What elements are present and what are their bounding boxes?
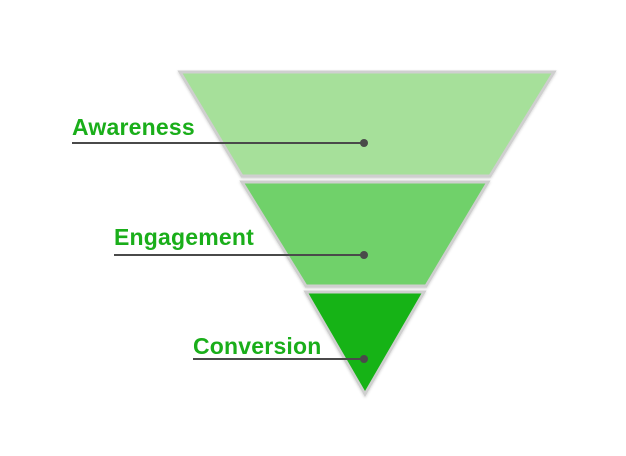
stage-label-engagement: Engagement [114,224,254,250]
stage-engagement: Engagement [114,180,491,288]
stage-label-awareness: Awareness [72,114,195,140]
stage-label-conversion: Conversion [193,333,322,359]
funnel-segment-conversion [303,290,427,397]
leader-dot-conversion [360,355,368,363]
stage-awareness: Awareness [72,70,557,178]
funnel-segment-awareness [177,70,557,178]
leader-dot-awareness [360,139,368,147]
stage-conversion: Conversion [193,290,427,397]
funnel-segment-engagement [239,180,491,288]
leader-dot-engagement [360,251,368,259]
